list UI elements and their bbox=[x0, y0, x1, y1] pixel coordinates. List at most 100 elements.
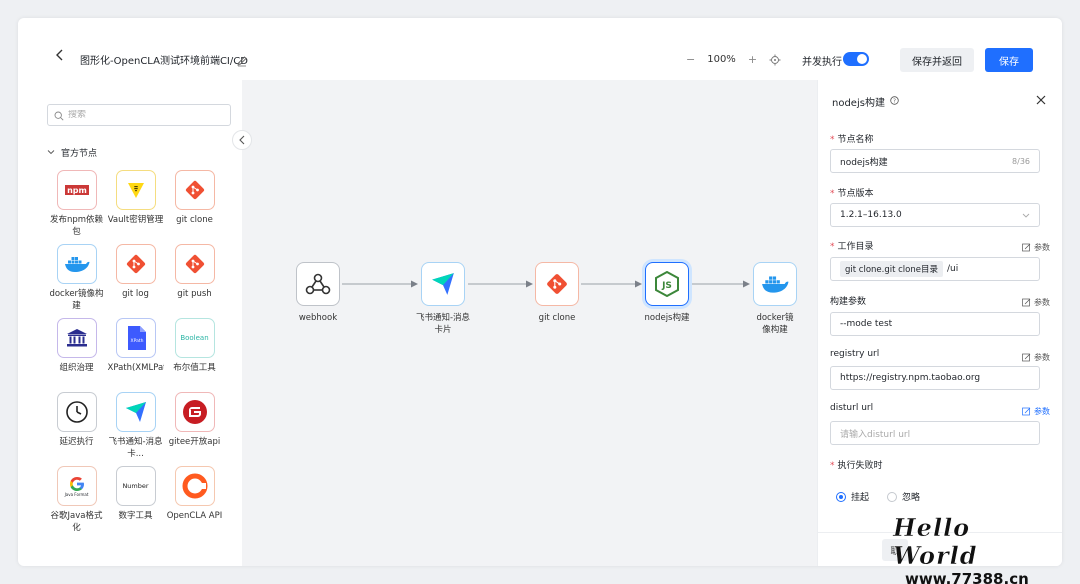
pipeline-canvas[interactable]: webhook 飞书通知-消息卡片 git clone JS nodejs构建 bbox=[242, 80, 817, 566]
workdir-suffix: /ui bbox=[947, 264, 959, 274]
watermark: Hello World www.77388.cn bbox=[893, 513, 1053, 584]
palette-node[interactable]: git clone bbox=[165, 170, 224, 238]
close-icon[interactable] bbox=[1036, 94, 1046, 108]
node-label: 数字工具 bbox=[118, 511, 153, 521]
disturl-label: disturl url bbox=[830, 403, 874, 413]
node-label: docker镜像构建 bbox=[49, 289, 104, 311]
registry-param-link[interactable]: 参数 bbox=[1022, 352, 1050, 363]
locate-target-icon[interactable] bbox=[769, 54, 781, 66]
node-label: gitee开放api bbox=[168, 437, 221, 447]
flow-node-label: nodejs构建 bbox=[644, 313, 690, 323]
radio-suspend[interactable]: 挂起 bbox=[836, 490, 869, 503]
radio-ignore[interactable]: 忽略 bbox=[887, 490, 920, 503]
param-icon bbox=[1022, 298, 1031, 307]
palette-node[interactable]: 延迟执行 bbox=[47, 392, 106, 460]
concurrent-label: 并发执行 bbox=[802, 57, 842, 68]
param-icon bbox=[1022, 407, 1031, 416]
official-nodes-group[interactable]: 官方节点 bbox=[47, 146, 97, 159]
fail-action-radios: 挂起 忽略 bbox=[836, 490, 920, 503]
flow-node-nodejs[interactable]: JS nodejs构建 bbox=[632, 262, 702, 324]
search-box[interactable] bbox=[47, 104, 231, 126]
help-icon[interactable]: ? bbox=[890, 95, 899, 108]
clock-icon bbox=[56, 392, 97, 432]
name-label: *节点名称 bbox=[830, 135, 874, 145]
disturl-placeholder: 请输入disturl url bbox=[840, 429, 911, 440]
zoom-out-button[interactable]: − bbox=[686, 53, 696, 66]
palette-node[interactable]: gitee开放api bbox=[165, 392, 224, 460]
panel-header: nodejs构建 ? bbox=[832, 94, 899, 109]
name-value: nodejs构建 bbox=[840, 157, 888, 168]
palette-node[interactable]: OpenCLA API bbox=[165, 466, 224, 534]
node-label: 发布npm依赖包 bbox=[49, 215, 104, 237]
palette-node[interactable]: git log bbox=[106, 244, 165, 312]
flow-node-webhook[interactable]: webhook bbox=[283, 262, 353, 324]
feishu-icon bbox=[115, 392, 156, 432]
docker-icon bbox=[753, 262, 797, 306]
flow-node-label: 飞书通知-消息卡片 bbox=[415, 313, 471, 335]
name-counter: 8/36 bbox=[1012, 156, 1030, 166]
disturl-input[interactable]: 请输入disturl url bbox=[830, 421, 1040, 445]
concurrent-toggle[interactable] bbox=[843, 52, 869, 66]
feishu-icon bbox=[421, 262, 465, 306]
cancel-button[interactable]: 取 bbox=[882, 539, 908, 561]
version-value: 1.2.1–16.13.0 bbox=[840, 210, 902, 220]
node-label: 延迟执行 bbox=[59, 437, 94, 447]
connection-lines bbox=[342, 280, 750, 288]
build-params-input[interactable]: --mode test bbox=[830, 312, 1040, 336]
flow-node-docker[interactable]: docker镜像构建 bbox=[740, 262, 810, 336]
collapse-palette-button[interactable] bbox=[232, 130, 252, 150]
edit-pencil-icon[interactable] bbox=[236, 52, 248, 67]
svg-text:npm: npm bbox=[67, 186, 87, 195]
palette-node[interactable]: 组织治理 bbox=[47, 318, 106, 386]
save-and-return-button[interactable]: 保存并返回 bbox=[900, 48, 974, 72]
palette-node[interactable]: Vault密钥管理 bbox=[106, 170, 165, 238]
build-params-param-link[interactable]: 参数 bbox=[1022, 297, 1050, 308]
palette-node[interactable]: Java Format 谷歌Java格式化 bbox=[47, 466, 106, 534]
build-params-label: 构建参数 bbox=[830, 297, 867, 307]
node-grid: npm 发布npm依赖包 Vault密钥管理 git clone bbox=[47, 170, 227, 534]
workdir-tag: git clone.git clone目录 bbox=[840, 261, 943, 277]
version-select[interactable]: 1.2.1–16.13.0 bbox=[830, 203, 1040, 227]
svg-text:?: ? bbox=[893, 98, 896, 104]
workdir-label: *工作目录 bbox=[830, 242, 874, 252]
app-window: 图形化-OpenCLA测试环境前端CI/CD − 100% + 并发执行 保存并… bbox=[18, 18, 1062, 566]
palette-node[interactable]: Number 数字工具 bbox=[106, 466, 165, 534]
nodejs-icon: JS bbox=[645, 262, 689, 306]
node-label: OpenCLA API bbox=[166, 511, 223, 521]
param-icon bbox=[1022, 243, 1031, 252]
palette-node[interactable]: 飞书通知-消息卡... bbox=[106, 392, 165, 460]
palette-node[interactable]: XPath XPath(XMLPath... bbox=[106, 318, 165, 386]
node-label: 组织治理 bbox=[59, 363, 94, 373]
node-label: XPath(XMLPath... bbox=[107, 363, 164, 373]
search-input[interactable] bbox=[68, 110, 218, 120]
flow-node-git-clone[interactable]: git clone bbox=[522, 262, 592, 324]
workdir-param-link[interactable]: 参数 bbox=[1022, 242, 1050, 253]
gitee-icon bbox=[174, 392, 215, 432]
back-arrow-icon[interactable] bbox=[54, 48, 68, 62]
chevron-down-icon bbox=[47, 148, 55, 158]
top-bar: 图形化-OpenCLA测试环境前端CI/CD − 100% + 并发执行 保存并… bbox=[18, 18, 1062, 80]
name-input[interactable]: nodejs构建 8/36 bbox=[830, 149, 1040, 173]
flow-node-feishu[interactable]: 飞书通知-消息卡片 bbox=[408, 262, 478, 336]
zoom-in-button[interactable]: + bbox=[747, 53, 758, 66]
palette-node[interactable]: git push bbox=[165, 244, 224, 312]
npm-icon: npm bbox=[56, 170, 97, 210]
palette-node[interactable]: Boolean 布尔值工具 bbox=[165, 318, 224, 386]
registry-input[interactable]: https://registry.npm.taobao.org bbox=[830, 366, 1040, 390]
save-button[interactable]: 保存 bbox=[985, 48, 1033, 72]
git-icon bbox=[174, 170, 215, 210]
node-config-panel: nodejs构建 ? *节点名称 nodejs构建 8/36 *节点版本 1.2… bbox=[817, 80, 1062, 566]
disturl-param-link[interactable]: 参数 bbox=[1022, 406, 1050, 417]
flow-node-label: webhook bbox=[298, 313, 338, 323]
java-format-badge: Java Format bbox=[64, 491, 89, 497]
workdir-input[interactable]: git clone.git clone目录 /ui bbox=[830, 257, 1040, 281]
version-label: *节点版本 bbox=[830, 189, 874, 199]
webhook-icon bbox=[296, 262, 340, 306]
git-icon bbox=[535, 262, 579, 306]
number-icon: Number bbox=[115, 466, 156, 506]
palette-node[interactable]: docker镜像构建 bbox=[47, 244, 106, 312]
flow-node-label: git clone bbox=[538, 313, 576, 323]
panel-title: nodejs构建 bbox=[832, 98, 885, 109]
pipeline-title: 图形化-OpenCLA测试环境前端CI/CD bbox=[80, 56, 248, 67]
palette-node[interactable]: npm 发布npm依赖包 bbox=[47, 170, 106, 238]
